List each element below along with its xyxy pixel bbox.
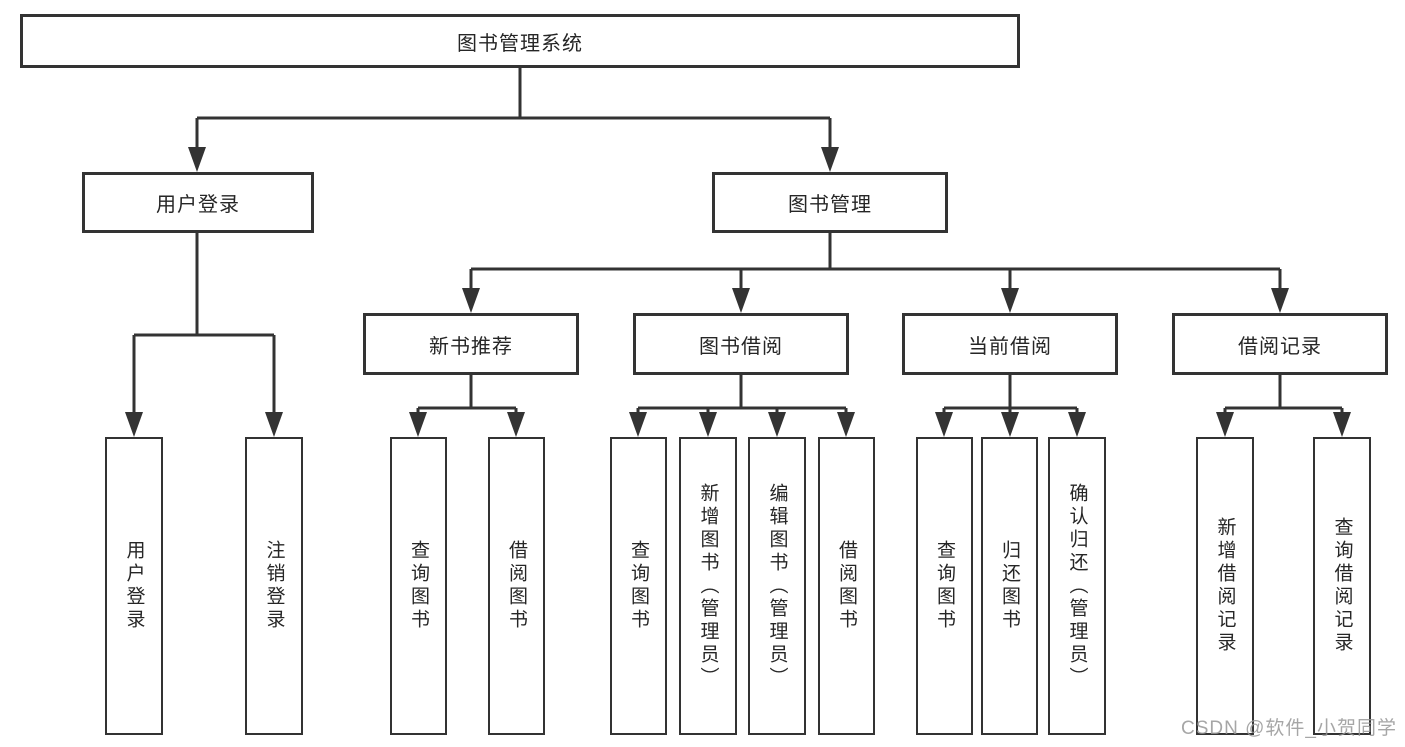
node-user-login: 用户登录 xyxy=(82,172,314,233)
node-leaf-confirm-return-admin: 确认归还（管理员） xyxy=(1048,437,1106,735)
arrow-icon xyxy=(1271,288,1289,313)
arrow-icon xyxy=(1333,412,1351,437)
node-leaf-query-books: 查询图书 xyxy=(610,437,667,735)
arrow-icon xyxy=(1216,412,1234,437)
arrow-icon xyxy=(409,412,427,437)
arrow-icon xyxy=(629,412,647,437)
node-leaf-borrow-books: 借阅图书 xyxy=(818,437,875,735)
arrow-icon xyxy=(768,412,786,437)
arrow-icon xyxy=(507,412,525,437)
node-leaf-add-borrow-record: 新增借阅记录 xyxy=(1196,437,1254,735)
node-library-management-system: 图书管理系统 xyxy=(20,14,1020,68)
arrow-icon xyxy=(125,412,143,437)
node-book-borrow: 图书借阅 xyxy=(633,313,849,375)
node-borrow-history: 借阅记录 xyxy=(1172,313,1388,375)
node-leaf-query-borrow-record: 查询借阅记录 xyxy=(1313,437,1371,735)
node-leaf-query-books: 查询图书 xyxy=(916,437,973,735)
arrow-icon xyxy=(699,412,717,437)
node-leaf-return-books: 归还图书 xyxy=(981,437,1038,735)
arrow-icon xyxy=(188,147,206,172)
arrow-icon xyxy=(935,412,953,437)
arrow-icon xyxy=(821,147,839,172)
node-book-management: 图书管理 xyxy=(712,172,948,233)
arrowheads xyxy=(125,147,1351,437)
arrow-icon xyxy=(462,288,480,313)
node-leaf-add-books-admin: 新增图书（管理员） xyxy=(679,437,737,735)
arrow-icon xyxy=(837,412,855,437)
connector-lines xyxy=(132,68,1344,416)
node-leaf-user-login: 用户登录 xyxy=(105,437,163,735)
node-leaf-borrow-books: 借阅图书 xyxy=(488,437,545,735)
csdn-watermark: CSDN @软件_小贺同学 xyxy=(1181,718,1397,739)
node-current-borrow: 当前借阅 xyxy=(902,313,1118,375)
arrow-icon xyxy=(265,412,283,437)
arrow-icon xyxy=(1001,288,1019,313)
node-new-book-recommend: 新书推荐 xyxy=(363,313,579,375)
node-leaf-edit-books-admin: 编辑图书（管理员） xyxy=(748,437,806,735)
arrow-icon xyxy=(1068,412,1086,437)
arrow-icon xyxy=(732,288,750,313)
node-leaf-logout: 注销登录 xyxy=(245,437,303,735)
arrow-icon xyxy=(1001,412,1019,437)
node-leaf-query-books: 查询图书 xyxy=(390,437,447,735)
